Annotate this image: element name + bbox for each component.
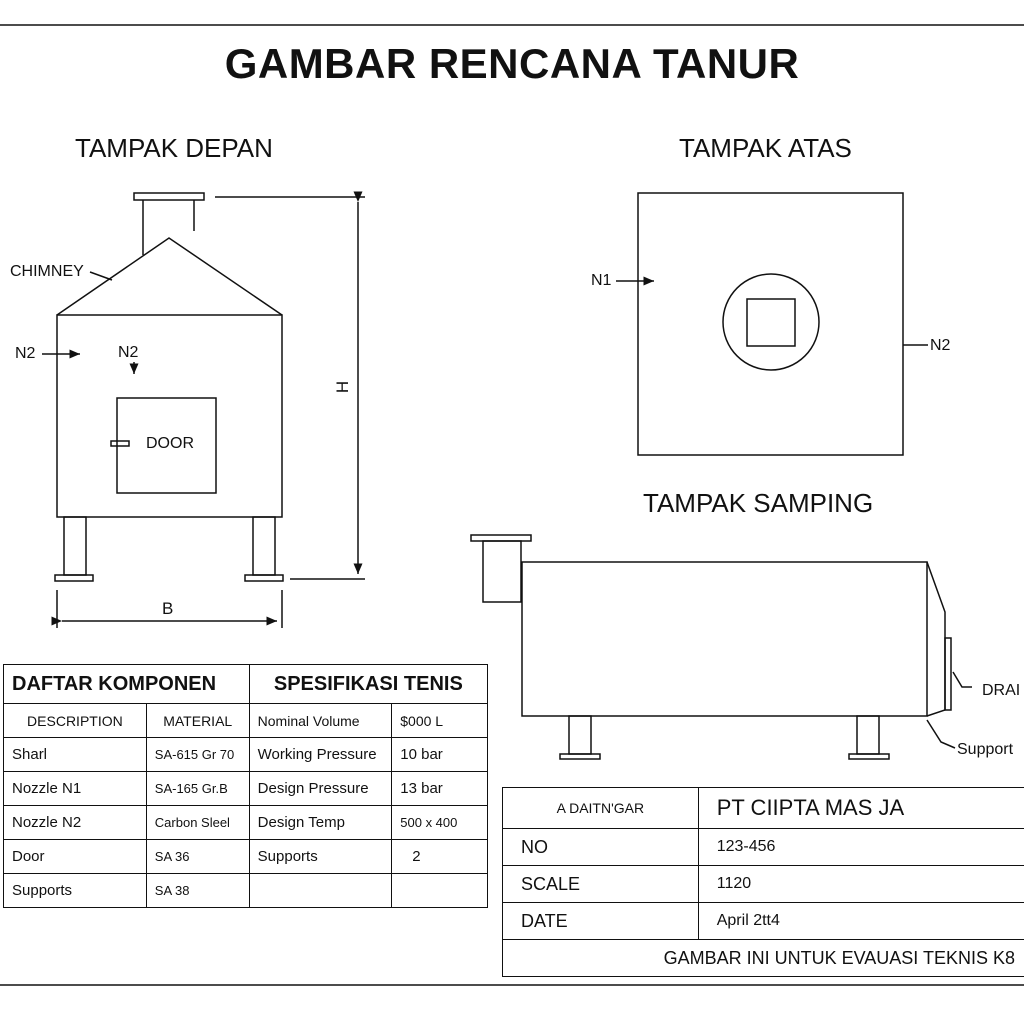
spec-key: Working Pressure	[248, 737, 393, 772]
side-nozzle	[482, 540, 522, 603]
side-drain-plate	[944, 637, 952, 711]
front-view-title: TAMPAK DEPAN	[75, 133, 273, 163]
table-row: Supports SA 38	[3, 873, 488, 908]
tb-key-scale: SCALE	[502, 865, 699, 903]
table-row: Door SA 36 Supports 2	[3, 839, 488, 874]
side-leg-right	[856, 715, 880, 755]
spec-value	[391, 873, 488, 908]
component-material: Carbon Sleel	[145, 805, 250, 840]
width-label: B	[162, 599, 174, 618]
spec-key: Design Temp	[248, 805, 393, 840]
front-leg-left	[63, 516, 87, 576]
col-material: MATERIAL	[145, 703, 250, 738]
n2-left-label: N2	[15, 345, 36, 362]
spec-key: Design Pressure	[248, 771, 393, 806]
component-description: Nozzle N1	[3, 771, 147, 806]
table-row: Nozzle N2 Carbon Sleel Design Temp 500 x…	[3, 805, 488, 840]
top-view-drawing	[616, 192, 928, 456]
component-description: Door	[3, 839, 147, 874]
component-description: Sharl	[3, 737, 147, 772]
tb-value-scale: 1120	[697, 865, 1024, 903]
front-foot-right	[244, 574, 284, 582]
front-foot-left	[54, 574, 94, 582]
n2-top-label: N2	[118, 344, 139, 361]
tb-key-no: NO	[502, 828, 699, 866]
spec-value: 2	[391, 839, 488, 874]
chimney-cap	[133, 192, 205, 201]
spec-key: Supports	[248, 839, 393, 874]
company-name: PT CIIPTA MAS JA	[697, 787, 1024, 829]
spec-title: SPESIFIKASI TENIS	[248, 664, 489, 704]
top-view-title: TAMPAK ATAS	[679, 133, 852, 163]
door-label: DOOR	[146, 435, 194, 452]
tb-value-no: 123-456	[697, 828, 1024, 866]
drain-label: DRAI	[982, 682, 1021, 699]
front-roof	[56, 237, 283, 316]
component-material: SA-165 Gr.B	[145, 771, 250, 806]
top-n2-label: N2	[930, 337, 951, 354]
table-row: Sharl SA-615 Gr 70 Working Pressure 10 b…	[3, 737, 488, 772]
table-row: SCALE 1120	[502, 865, 1024, 903]
component-description: Nozzle N2	[3, 805, 147, 840]
side-foot-left	[559, 753, 601, 760]
components-table: DAFTAR KOMPONEN SPESIFIKASI TENIS DESCRI…	[3, 664, 489, 908]
n1-label: N1	[591, 272, 612, 289]
top-chimney-circle	[722, 273, 820, 371]
height-label: H	[333, 380, 353, 394]
spec-key	[248, 873, 393, 908]
component-material: SA 36	[145, 839, 250, 874]
table-row: DATE April 2tt4	[502, 902, 1024, 940]
door-handle	[110, 440, 130, 447]
side-view-drawing	[470, 534, 972, 760]
side-foot-right	[848, 753, 890, 760]
side-leg-left	[568, 715, 592, 755]
front-leg-right	[252, 516, 276, 576]
spec-key: Nominal Volume	[248, 703, 393, 738]
top-body	[637, 192, 904, 456]
side-nozzle-flange	[470, 534, 532, 542]
component-material: SA-615 Gr 70	[145, 737, 250, 772]
chimney-label: CHIMNEY	[10, 263, 84, 280]
drawing-title: GAMBAR RENCANA TANUR	[224, 40, 800, 87]
spec-value: 500 x 400	[391, 805, 488, 840]
component-description: Supports	[3, 873, 147, 908]
title-block-note: GAMBAR INI UNTUK EVAUASI TEKNIS K8	[502, 939, 1024, 977]
spec-value: $000 L	[391, 703, 488, 738]
support-label: Support	[957, 741, 1014, 758]
table-row: Nozzle N1 SA-165 Gr.B Design Pressure 13…	[3, 771, 488, 806]
side-end-cap	[926, 561, 946, 717]
table-row: NO 123-456	[502, 828, 1024, 866]
front-view-drawing	[42, 191, 365, 628]
tb-key-date: DATE	[502, 902, 699, 940]
front-body	[56, 314, 283, 518]
side-body	[521, 561, 928, 717]
component-material: SA 38	[145, 873, 250, 908]
spec-value: 10 bar	[391, 737, 488, 772]
components-title: DAFTAR KOMPONEN	[3, 664, 250, 704]
title-block-label: A DAITN'GAR	[502, 787, 699, 829]
title-block: A DAITN'GAR PT CIIPTA MAS JA NO 123-456 …	[502, 787, 1024, 977]
spec-value: 13 bar	[391, 771, 488, 806]
side-view-title: TAMPAK SAMPING	[643, 488, 874, 518]
tb-value-date: April 2tt4	[697, 902, 1024, 940]
col-description: DESCRIPTION	[3, 703, 147, 738]
top-chimney-square	[746, 298, 796, 347]
